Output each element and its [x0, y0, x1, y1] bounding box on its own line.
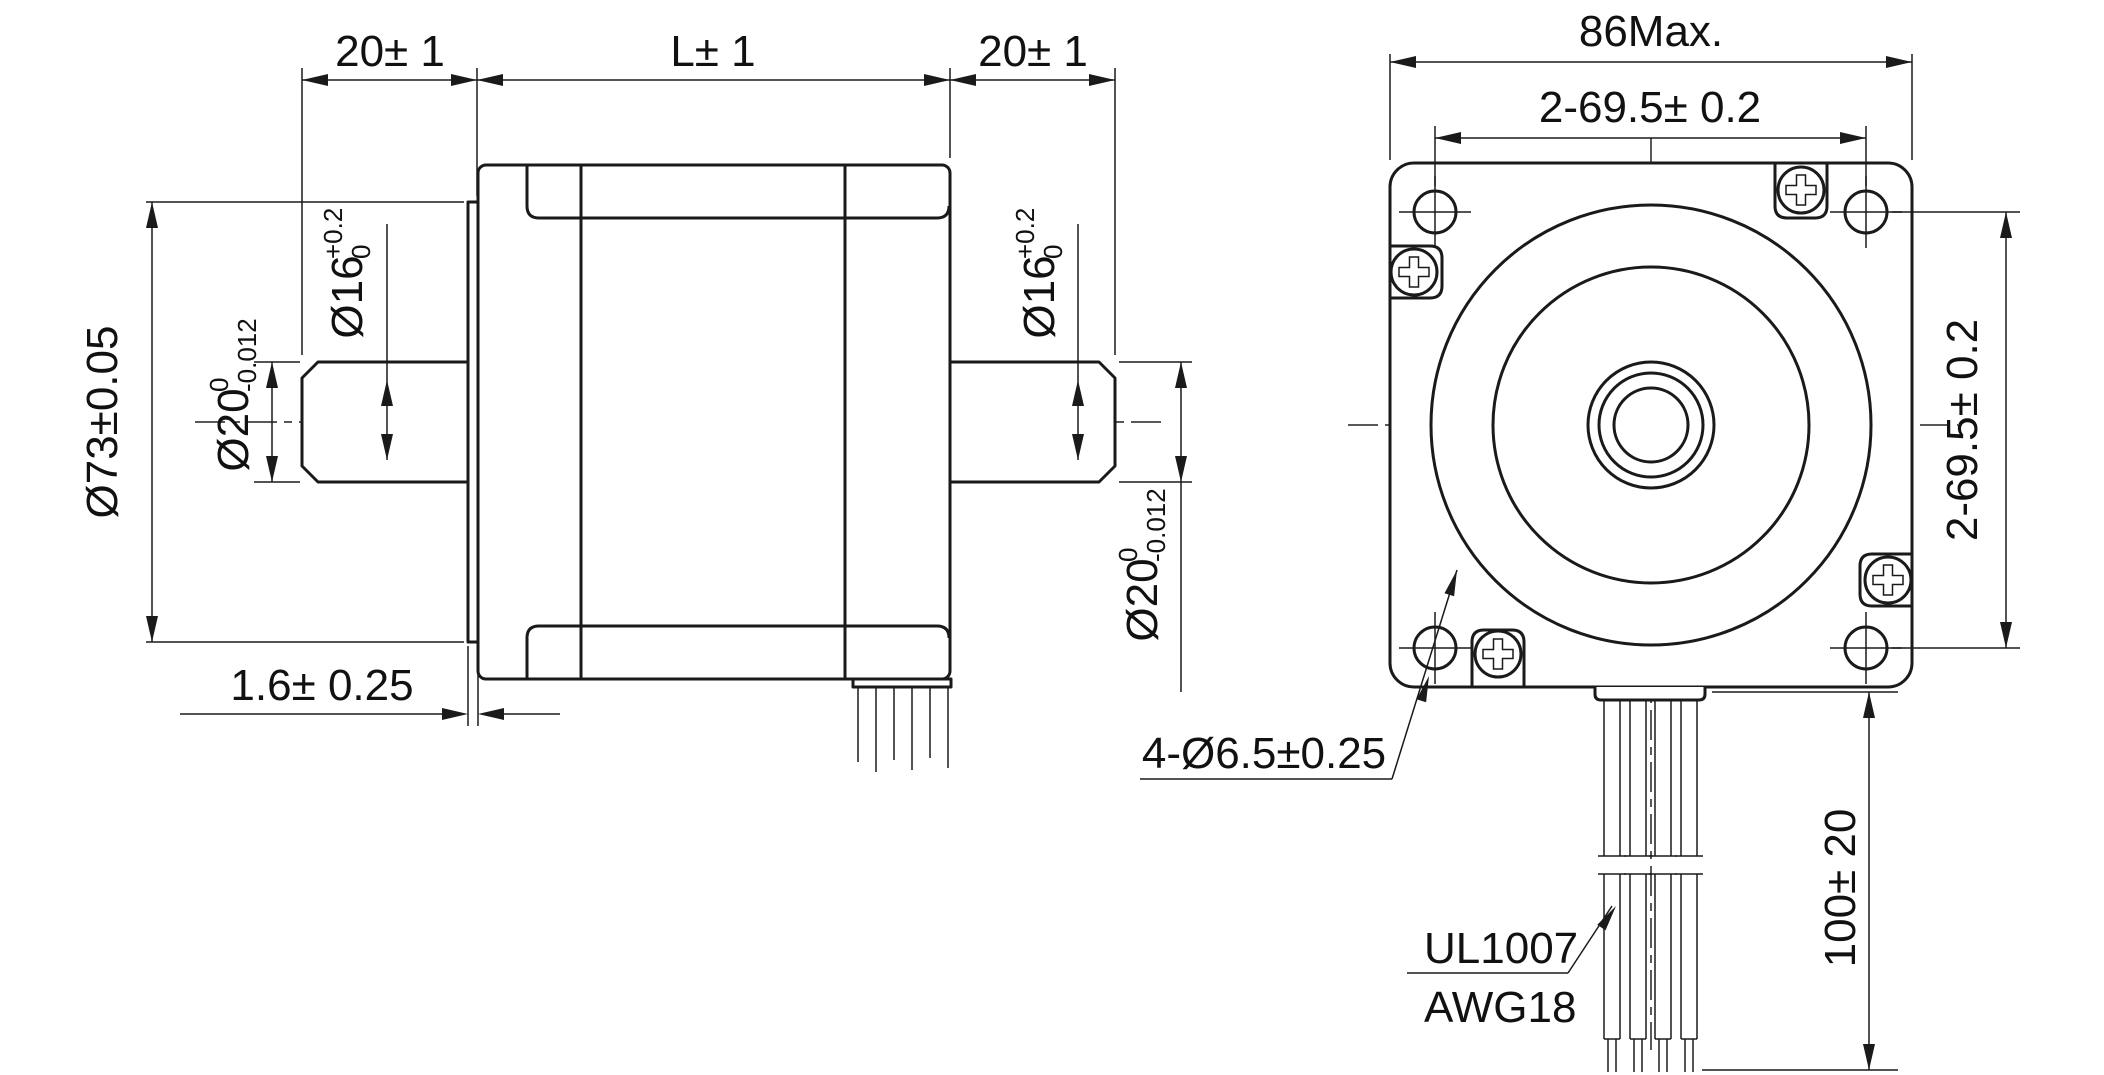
dim-front-shaft-length: 20± 1	[301, 27, 478, 355]
dim-lead-length: 100± 20	[1702, 691, 1898, 1071]
endcap-ring-circle	[1491, 265, 1811, 585]
wire-spec-callout: UL1007 AWG18	[1407, 905, 1616, 1032]
wire-stripped-tips	[1607, 1039, 1694, 1072]
front-view-wire-bundle	[1593, 687, 1707, 1072]
cover-screws	[1389, 164, 1913, 686]
dim-rear-shaft-diameter: Ø20 0 -0.012	[1113, 361, 1192, 692]
dim-label-front-flat: Ø16 +0.2 0	[318, 208, 376, 339]
dim-label-body-length: L± 1	[670, 27, 755, 76]
rear-shaft	[948, 360, 1117, 484]
dim-label-rear-flat: Ø16 +0.2 0	[1010, 208, 1068, 339]
dim-rear-flat: Ø16 +0.2 0	[1010, 208, 1084, 460]
dim-hole-spacing-vertical: 2-69.5± 0.2	[1892, 211, 2020, 649]
dim-flange-thickness: 1.6± 0.25	[180, 646, 560, 726]
svg-text:Ø20: Ø20	[209, 388, 258, 471]
dim-label-hole-spacing-horizontal: 2-69.5± 0.2	[1539, 83, 1761, 132]
svg-text:0: 0	[346, 245, 376, 259]
mounting-hole-top-left	[1399, 176, 1471, 248]
svg-text:Ø16: Ø16	[323, 255, 372, 338]
mounting-holes	[1399, 176, 1902, 684]
wire-spec-line1: UL1007	[1424, 924, 1578, 973]
wire-segment-upper	[1603, 700, 1698, 856]
dim-label-hole-spacing-vertical: 2-69.5± 0.2	[1938, 319, 1987, 541]
dim-label-rear-shaft-length: 20± 1	[978, 27, 1088, 76]
side-view: 20± 1 L± 1 20± 1 Ø73±0.05	[78, 27, 1192, 772]
phillips-screw-left	[1389, 244, 1444, 300]
dim-label-pilot-diameter: Ø73±0.05	[78, 326, 127, 519]
mounting-hole-bottom-right	[1830, 612, 1902, 684]
dim-pilot-diameter: Ø73±0.05	[78, 201, 464, 643]
wire-exit-plate	[851, 677, 953, 689]
mounting-hole-leader-line	[1391, 569, 1458, 780]
phillips-screw-right	[1858, 552, 1913, 608]
front-shaft	[300, 360, 480, 484]
dim-label-flange-thickness: 1.6± 0.25	[230, 661, 413, 710]
dim-rear-shaft-length: 20± 1	[950, 27, 1116, 355]
shaft-circle	[1612, 386, 1690, 464]
dim-label-front-shaft-diameter: Ø20 0 -0.012	[204, 318, 262, 471]
wire-exit-boot	[1593, 687, 1707, 702]
motor-face-plate	[1388, 161, 1914, 689]
shaft-chamfer-circle	[1597, 371, 1705, 479]
mounting-hole-bottom-left	[1399, 612, 1471, 684]
mounting-hole-top-right	[1830, 176, 1902, 248]
dim-label-lead-length: 100± 20	[1816, 809, 1865, 968]
svg-text:Ø16: Ø16	[1015, 255, 1064, 338]
wire-segment-lower	[1603, 874, 1698, 1040]
dim-hole-spacing-horizontal: 2-69.5± 0.2	[1434, 83, 1867, 186]
dim-label-front-shaft-length: 20± 1	[335, 27, 445, 76]
dim-label-mounting-holes: 4-Ø6.5±0.25	[1142, 729, 1386, 778]
svg-text:+0.2: +0.2	[318, 208, 348, 259]
endcap-step-top	[525, 165, 951, 220]
dim-label-frame-width: 86Max.	[1579, 7, 1723, 56]
front-view: 86Max. 2-69.5± 0.2 2-69.5± 0.2 4-Ø6.5±0.…	[1140, 7, 2020, 1072]
pilot-boss-circle	[1429, 203, 1873, 647]
wire-spec-leader-line	[1567, 905, 1613, 974]
motor-body	[476, 163, 952, 681]
phillips-screw-bottom	[1470, 628, 1526, 686]
svg-text:+0.2: +0.2	[1010, 208, 1040, 259]
side-view-wire-bundle	[851, 677, 953, 772]
svg-text:-0.012: -0.012	[232, 318, 262, 392]
svg-text:0: 0	[1113, 548, 1143, 562]
dim-mounting-holes: 4-Ø6.5±0.25	[1140, 569, 1458, 780]
dim-front-flat: Ø16 +0.2 0	[318, 208, 393, 460]
dim-frame-width: 86Max.	[1389, 7, 1913, 160]
phillips-screw-top	[1773, 164, 1829, 220]
svg-text:-0.012: -0.012	[1141, 488, 1171, 562]
svg-text:0: 0	[1038, 245, 1068, 259]
svg-text:0: 0	[204, 378, 234, 392]
wire-spec-line2: AWG18	[1424, 983, 1576, 1032]
dim-label-rear-shaft-diameter: Ø20 0 -0.012	[1113, 488, 1171, 641]
svg-text:Ø20: Ø20	[1118, 558, 1167, 641]
dim-front-shaft-diameter: Ø20 0 -0.012	[204, 318, 300, 483]
wire-break-symbol	[1598, 855, 1703, 875]
endcap-step-bottom	[525, 624, 951, 679]
shaft-boss-outer-circle	[1586, 360, 1716, 490]
dim-body-length: L± 1	[477, 27, 951, 158]
